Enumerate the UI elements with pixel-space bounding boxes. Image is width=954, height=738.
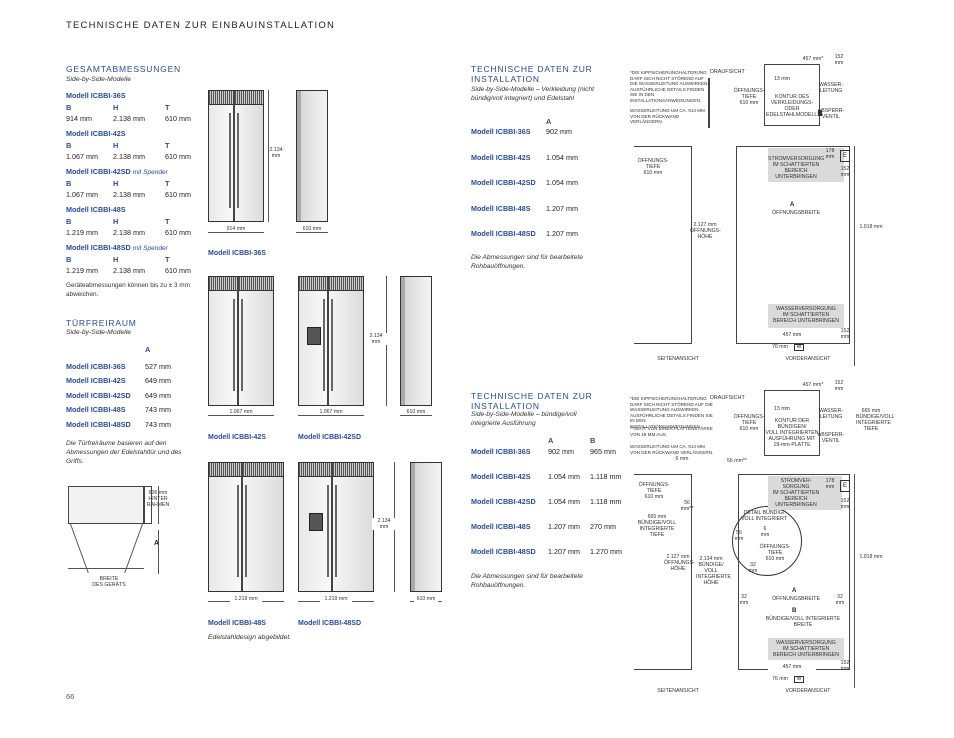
fridge-48s-front (208, 462, 284, 592)
fridge-42s-front (208, 276, 274, 406)
gesamt-values: 1.219 mm 2.138 mm 610 mm (66, 228, 191, 237)
gesamt-model-block: Modell ICBBI-42S B H T 1.067 mm 2.138 mm… (66, 129, 206, 161)
water-area (768, 304, 844, 328)
gesamt-col-headers: B H T (66, 141, 170, 150)
detail-circle (732, 506, 802, 576)
row3-depth: 610 mm (414, 596, 438, 602)
water-area (768, 638, 844, 660)
power-area (768, 476, 842, 510)
inst2-note: Die Abmessungen sind für bearbeitete Roh… (471, 573, 583, 589)
gesamt-title: GESAMTABMESSUNGEN (66, 64, 181, 74)
model-name: Modell ICBBI-48SD mit Spender (66, 243, 168, 252)
gesamt-values: 1.067 mm 2.138 mm 610 mm (66, 152, 191, 161)
model-name: Modell ICBBI-48S (66, 205, 126, 214)
install-diagram-1: *DIE KIPPSICHERUNGHALTERUNG DARF SICH NI… (628, 52, 890, 370)
gesamt-model-block: Modell ICBBI-36S B H T 914 mm 2.138 mm 6… (66, 91, 206, 123)
page-number: 66 (66, 692, 75, 701)
row1-width: 914 mm (220, 226, 252, 232)
row3-caption2: Modell ICBBI-48SD (298, 620, 362, 627)
gesamt-model-block: Modell ICBBI-42SD mit Spender B H T 1.06… (66, 167, 206, 199)
gesamt-subtitle: Side-by-Side-Modelle (66, 76, 131, 83)
water-icon: W (794, 344, 804, 351)
row3-width1: 1.219 mm (230, 596, 262, 602)
tuer-subtitle: Side-by-Side-Modelle (66, 329, 131, 336)
inst1-title: TECHNISCHE DATEN ZUR INSTALLATION (471, 64, 593, 84)
gesamt-col-headers: B H T (66, 217, 170, 226)
model-name: Modell ICBBI-42S (66, 129, 126, 138)
inst2-col-a: A (548, 436, 554, 445)
gesamt-model-block: Modell ICBBI-48S B H T 1.219 mm 2.138 mm… (66, 205, 206, 237)
fridge-42-side (400, 276, 432, 406)
valve-icon (818, 110, 822, 116)
row1-depth: 610 mm (300, 226, 324, 232)
gesamt-col-headers: B H T (66, 179, 170, 188)
fridge-42sd-front (298, 276, 364, 406)
gesamt-values: 1.219 mm 2.138 mm 610 mm (66, 266, 191, 275)
row3-width2: 1.219 mm (320, 596, 352, 602)
row2-depth: 610 mm (404, 409, 428, 415)
water-icon: W (794, 676, 804, 683)
inst1-col-a: A (546, 117, 552, 126)
model-name: Modell ICBBI-42SD mit Spender (66, 167, 168, 176)
gesamt-values: 914 mm 2.138 mm 610 mm (66, 114, 191, 123)
row1-caption: Modell ICBBI-36S (208, 250, 266, 257)
outlet-icon: E (840, 150, 850, 162)
inst1-subtitle: Side-by-Side-Modelle – Verkleidung (nich… (471, 86, 594, 102)
gesamt-note: Geräteabmessungen können bis zu ± 3 mm a… (66, 282, 190, 298)
fridges-footnote: Edelstahldesign abgebildet. (208, 634, 292, 641)
row2-caption2: Modell ICBBI-42SD (298, 434, 362, 441)
fridge-36s-side (296, 90, 328, 222)
outlet-icon: E (840, 480, 850, 492)
inst2-title: TECHNISCHE DATEN ZUR INSTALLATION (471, 391, 593, 411)
row2-width1: 1.067 mm (226, 409, 256, 415)
fridge-48sd-front (298, 462, 374, 592)
install-diagram-2: *DIE KIPPSICHERUNGHALTERUNG DARF SICH NI… (630, 380, 895, 694)
model-name: Modell ICBBI-36S (66, 91, 126, 100)
tuer-col-a: A (145, 345, 151, 354)
tuer-title: TÜRFREIRAUM (66, 318, 137, 328)
gesamt-table: Modell ICBBI-36S B H T 914 mm 2.138 mm 6… (66, 91, 206, 281)
door-a-label: A (154, 540, 160, 547)
row2-caption1: Modell ICBBI-42S (208, 434, 266, 441)
inst2-col-b: B (590, 436, 596, 445)
gesamt-values: 1.067 mm 2.138 mm 610 mm (66, 190, 191, 199)
page-header: TECHNISCHE DATEN ZUR EINBAUINSTALLATION (66, 20, 336, 31)
power-area (768, 148, 844, 182)
inst2-subtitle: Side-by-Side-Modelle – bündige/voll inte… (471, 411, 577, 427)
gesamt-col-headers: B H T (66, 103, 170, 112)
tuer-note: Die Türfreiräume basieren auf den Abmess… (66, 440, 182, 465)
row2-width2: 1.067 mm (316, 409, 346, 415)
gesamt-col-headers: B H T (66, 255, 170, 264)
fridge-36s-front (208, 90, 264, 222)
row3-caption1: Modell ICBBI-48S (208, 620, 266, 627)
inst1-note: Die Abmessungen sind für bearbeitete Roh… (471, 254, 583, 270)
fridge-48-side (410, 462, 442, 592)
gesamt-model-block: Modell ICBBI-48SD mit Spender B H T 1.21… (66, 243, 206, 275)
